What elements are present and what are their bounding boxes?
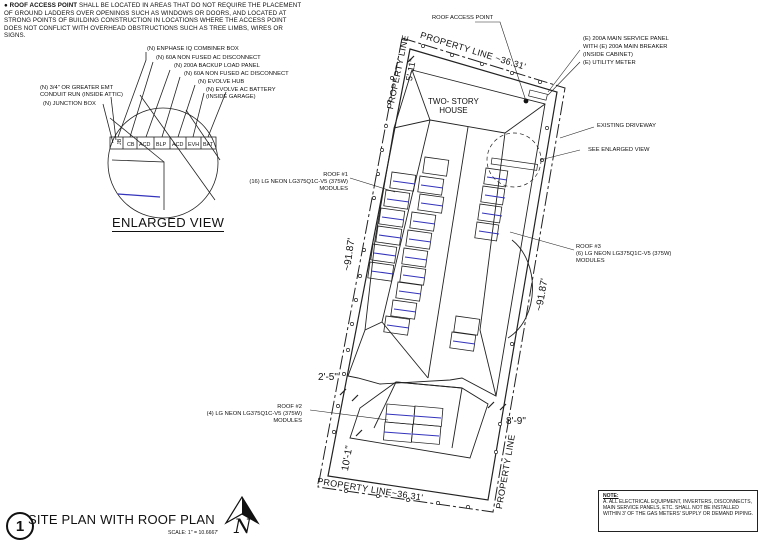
label-inside-garage: (INSIDE GARAGE) [206, 94, 256, 100]
service-equipment [486, 89, 548, 188]
roof1-modules [367, 156, 450, 336]
note-text: A. ALL ELECTRICAL EQUIPMENT, INVERTERS, … [603, 499, 753, 517]
north-arrow [224, 495, 260, 525]
label-ac-disconnect-2: (N) 60A NON FUSED AC DISCONNECT [184, 71, 289, 77]
note-heading: NOTE: [603, 493, 619, 499]
roof2-modules [382, 403, 444, 445]
equipment-strip [109, 136, 217, 150]
leader-lines [309, 21, 595, 421]
scale-label: SCALE: 1" = 10.6667' [168, 530, 219, 536]
label-ac-disconnect-1: (N) 60A NON FUSED AC DISCONNECT [156, 55, 261, 61]
equipment-code-jb: JB [117, 138, 123, 145]
label-service-panel-1: (E) 200A MAIN SERVICE PANEL [583, 36, 669, 42]
label-existing-driveway: EXISTING DRIVEWAY [597, 123, 656, 129]
dimension-ticks [339, 55, 507, 437]
roof3-module-lines [452, 176, 508, 345]
equipment-code-bat: BAT [203, 142, 214, 148]
property-markers [332, 44, 549, 509]
roof3-label: ROOF #3(6) LG NEON LG375Q1C-V5 (375W)MOD… [576, 244, 672, 264]
label-conduit-2: CONDUIT RUN (INSIDE ATTIC) [40, 92, 123, 98]
enlarged-view-title: ENLARGED VIEW [112, 215, 225, 232]
dim-setback-right: 8'-9" [506, 416, 526, 427]
page-title: SITE PLAN WITH ROOF PLAN [28, 512, 215, 527]
house-roof [347, 69, 546, 459]
label-backup-load-panel: (N) 200A BACKUP LOAD PANEL [174, 63, 260, 69]
equipment-code-acd: ACD [172, 142, 183, 148]
equipment-codes: JB CB ACD BLP ACD EVH BAT [117, 138, 214, 148]
equipment-code-cb: CB [127, 142, 135, 148]
roof1-label: ROOF #1(16) LG NEON LG375Q1C-V5 (375W)MO… [249, 172, 348, 192]
north-letter: N [234, 514, 252, 538]
roof-access-note-bold: ROOF ACCESS POINT [9, 2, 78, 9]
dim-setback-left: 2'-5" [318, 372, 338, 383]
roof2-label: ROOF #2(4) LG NEON LG375Q1C-V5 (375W)MOD… [206, 404, 302, 424]
label-evolve-battery: (N) EVOLVE AC BATTERY [206, 87, 276, 93]
property-boundary [317, 37, 566, 513]
equipment-code-acd: ACD [139, 142, 150, 148]
label-see-enlarged-view: SEE ENLARGED VIEW [588, 147, 650, 153]
roof2-module-lines [383, 413, 442, 437]
bullet-icon: ● [4, 2, 8, 9]
label-conduit-1: (N) 3/4" OR GREATER EMT [40, 85, 114, 91]
enlarged-view-circle [107, 107, 219, 219]
roof-access-note-text: SHALL BE LOCATED IN AREAS THAT DO NOT RE… [4, 2, 302, 40]
equipment-code-blp: BLP [156, 142, 167, 148]
note-box: NOTE: A. ALL ELECTRICAL EQUIPMENT, INVER… [598, 490, 758, 532]
label-utility-meter: (E) UTILITY METER [583, 60, 636, 66]
roof3-modules [449, 167, 509, 352]
label-junction-box: (N) JUNCTION BOX [43, 101, 96, 107]
roof-access-note: ● ROOF ACCESS POINT SHALL BE LOCATED IN … [4, 2, 304, 40]
roof1-module-lines [370, 180, 444, 329]
label-service-panel-3: (INSIDE CABINET) [583, 52, 633, 58]
sheet-number: 1 [6, 512, 34, 540]
label-evolve-hub: (N) EVOLVE HUB [198, 79, 245, 85]
equipment-code-evh: EVH [188, 142, 199, 148]
enlarged-view [102, 52, 227, 219]
label-service-panel-2: WITH (E) 200A MAIN BREAKER [583, 44, 668, 50]
label-roof-access-point: ROOF ACCESS POINT [432, 15, 494, 21]
label-combiner-box: (N) ENPHASE IQ COMBINER BOX [147, 46, 239, 52]
